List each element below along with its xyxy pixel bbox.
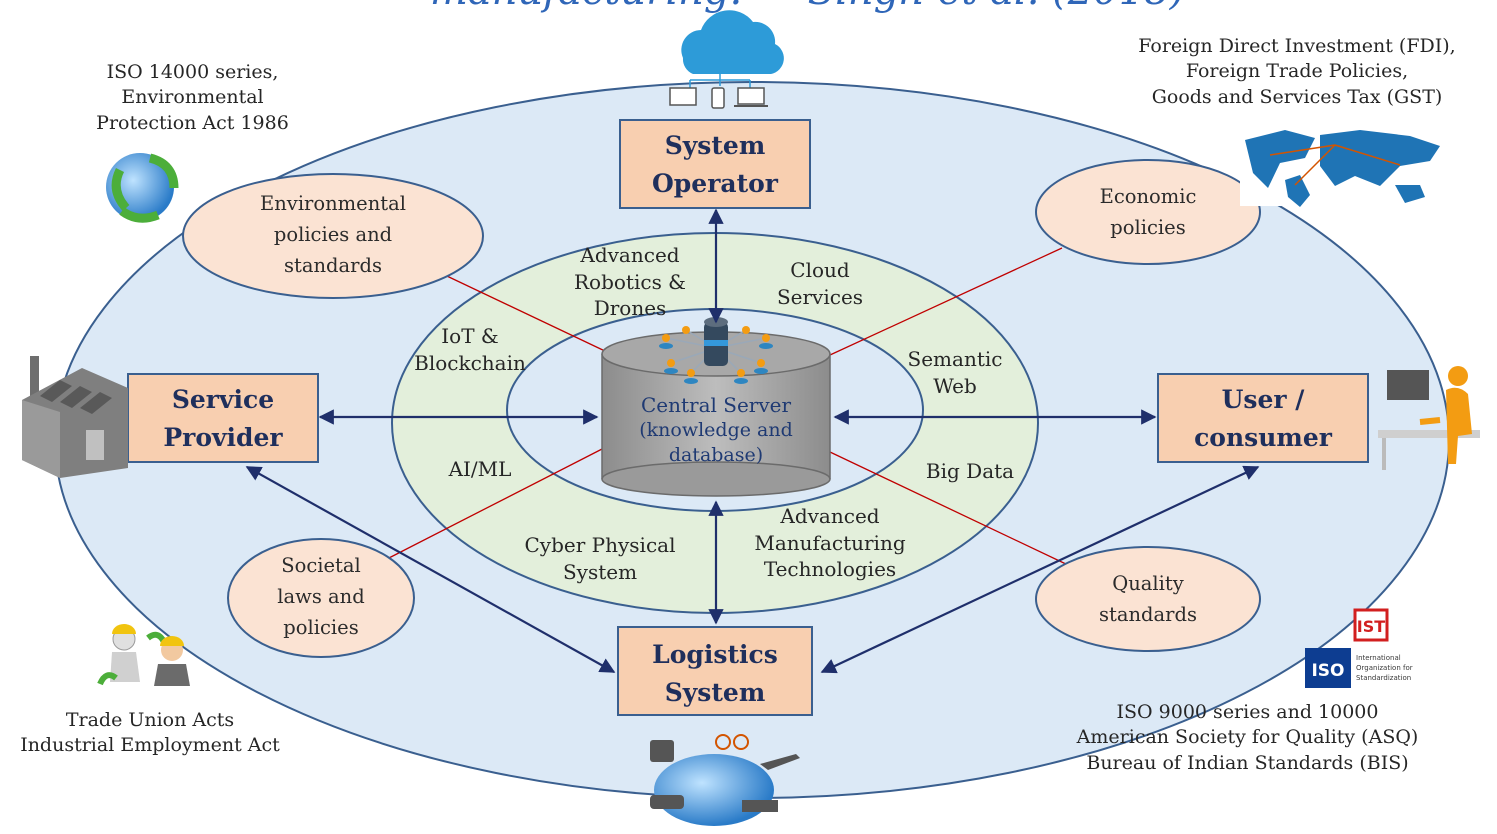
svg-text:Organization for: Organization for (1356, 664, 1413, 672)
tech-line: Web (933, 373, 977, 398)
cyber-physical-label: Cyber Physical System (510, 532, 690, 585)
policy-line: Societal (281, 554, 361, 577)
policy-line: policies and (273, 223, 393, 247)
transport-globe-icon (650, 734, 800, 826)
box-line: User / (1221, 385, 1305, 414)
svg-text:IST: IST (1357, 617, 1385, 636)
service-provider-box (127, 373, 319, 463)
svg-text:Standardization: Standardization (1356, 674, 1411, 682)
semantic-web-label: Semantic Web (895, 346, 1015, 399)
iso-logo: ISO International Organization for Stand… (1305, 648, 1413, 688)
tech-line: Blockchain (414, 350, 526, 375)
box-line: System (664, 131, 766, 160)
cloud-devices-icon (669, 10, 784, 109)
tech-line: Services (776, 284, 864, 309)
policy-line: standards (284, 254, 382, 278)
tech-line: System (562, 559, 638, 584)
tech-line: Technologies (763, 557, 897, 582)
tech-line: Drones (593, 296, 667, 321)
box-line: Logistics (652, 640, 778, 669)
quality-regulations-note: ISO 9000 series and 10000 American Socie… (1055, 700, 1440, 776)
note-line: Protection Act 1986 (96, 111, 289, 134)
note-line: Industrial Employment Act (20, 734, 280, 757)
logistics-system-box (617, 626, 813, 716)
tech-line: Manufacturing (754, 530, 906, 555)
robotics-drones-label: Advanced Robotics & Drones (555, 242, 705, 322)
box-line: consumer (1194, 422, 1332, 452)
environmental-regulations-note: ISO 14000 series, Environmental Protecti… (80, 60, 305, 136)
header-fragment: manufacturing. — Singh et al. (2018) (430, 0, 1185, 14)
user-consumer-label: User / consumer (1158, 381, 1368, 456)
quality-standards-label: Quality standards (1068, 568, 1228, 630)
societal-laws-ellipse (227, 538, 415, 658)
box-line: System (664, 677, 766, 707)
policy-line: policies (283, 616, 359, 640)
economic-regulations-note: Foreign Direct Investment (FDI), Foreign… (1106, 34, 1488, 110)
network-hub-icon (659, 317, 773, 384)
note-line: American Society for Quality (ASQ) (1076, 726, 1419, 749)
flow-arrows (245, 208, 1260, 674)
tech-line: Cyber Physical (524, 533, 676, 557)
server-line: Central Server (640, 393, 792, 417)
advanced-manufacturing-label: Advanced Manufacturing Technologies (740, 503, 920, 583)
box-line: Service (171, 385, 275, 414)
box-line: Operator (652, 168, 778, 198)
tech-line: Advanced (780, 504, 880, 528)
world-trade-map-icon (1240, 120, 1444, 207)
bis-logo: IST (1353, 608, 1389, 642)
tech-line: Robotics & (573, 269, 686, 294)
box-line: Provider (163, 422, 283, 452)
policy-line: Quality (1112, 572, 1184, 595)
system-operator-label: System Operator (620, 127, 810, 202)
user-consumer-box (1157, 373, 1369, 463)
tech-line: Cloud (790, 258, 850, 282)
svg-text:ISO: ISO (1311, 661, 1344, 681)
central-server-label: Central Server (knowledge and database) (610, 392, 822, 467)
economic-policies-ellipse (1035, 159, 1261, 265)
tech-line: IoT & (441, 324, 499, 348)
tech-line: Advanced (580, 243, 680, 267)
recycle-globe-icon (106, 153, 179, 223)
cloud-services-label: Cloud Services (760, 257, 880, 310)
note-line: Trade Union Acts (65, 709, 235, 731)
economic-policies-label: Economic policies (1068, 181, 1228, 243)
note-line: Foreign Trade Policies, (1185, 60, 1409, 83)
note-line: Bureau of Indian Standards (BIS) (1086, 751, 1409, 774)
big-data-label: Big Data (915, 458, 1025, 485)
policy-line: laws and (277, 585, 365, 609)
policy-line: Economic (1099, 185, 1197, 208)
environmental-policies-ellipse (182, 173, 484, 299)
ai-ml-label: AI/ML (425, 456, 535, 483)
quality-standards-ellipse (1035, 546, 1261, 652)
server-line: database) (668, 443, 764, 466)
server-line: (knowledge and (639, 419, 793, 441)
system-operator-box (619, 119, 811, 209)
factory-icon (22, 356, 128, 478)
tech-line: Semantic (907, 347, 1003, 371)
policy-line: Environmental (260, 192, 406, 215)
note-line: ISO 14000 series, (106, 61, 279, 83)
svg-text:International: International (1356, 654, 1401, 662)
note-line: Foreign Direct Investment (FDI), (1138, 35, 1456, 57)
note-line: ISO 9000 series and 10000 (1116, 701, 1379, 723)
labour-laws-note: Trade Union Acts Industrial Employment A… (4, 708, 296, 759)
workers-icon (97, 624, 190, 686)
tech-line: Big Data (925, 459, 1015, 483)
person-at-computer-icon (1378, 366, 1480, 470)
policy-line: policies (1110, 216, 1186, 240)
note-line: Goods and Services Tax (GST) (1151, 85, 1443, 108)
logistics-system-label: Logistics System (618, 636, 812, 711)
service-provider-label: Service Provider (128, 381, 318, 456)
policy-line: standards (1099, 603, 1197, 627)
tech-line: AI/ML (448, 457, 512, 481)
societal-laws-label: Societal laws and policies (251, 550, 391, 644)
environmental-policies-label: Environmental policies and standards (233, 188, 433, 282)
note-line: Environmental (121, 86, 264, 109)
iot-blockchain-label: IoT & Blockchain (400, 323, 540, 376)
